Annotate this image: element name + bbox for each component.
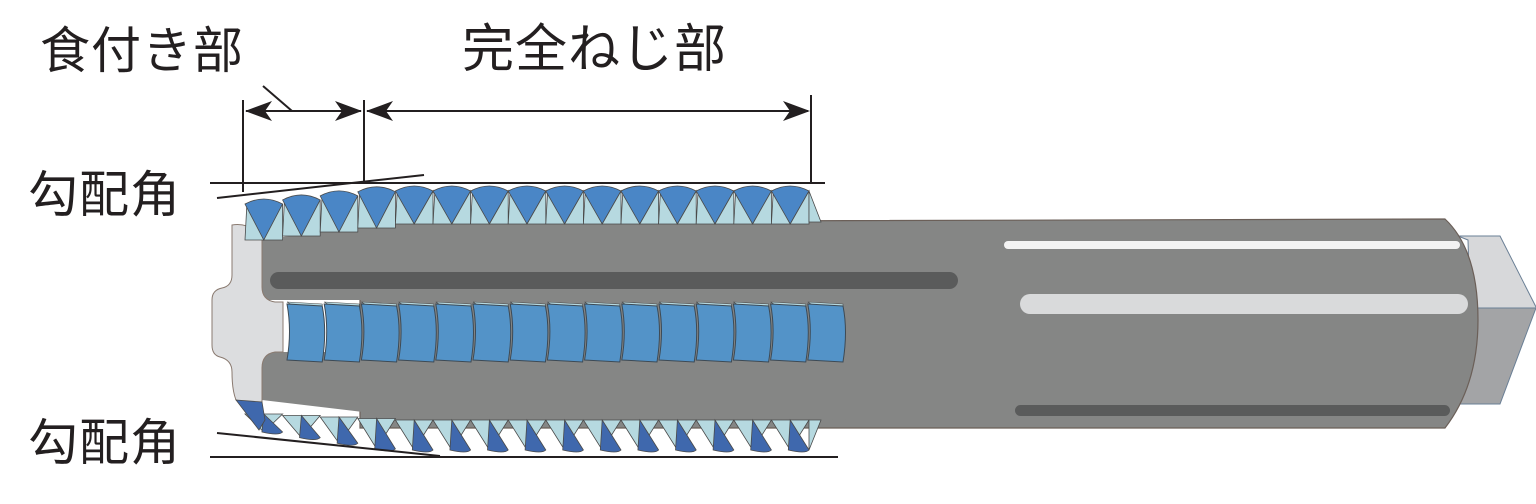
label-taper-angle-bottom: 勾配角 <box>28 414 181 472</box>
flute-land <box>397 303 437 363</box>
thread-valley <box>639 189 659 225</box>
thread-valley <box>751 189 772 225</box>
thread-tooth-bottom <box>524 418 547 453</box>
thread-end-chamfer-bottom <box>808 419 822 451</box>
flute-land <box>323 303 363 363</box>
thread-valley <box>338 195 359 233</box>
shank-highlight-light <box>1020 294 1468 314</box>
thread-tooth-bottom <box>675 418 697 453</box>
dimension-arrows <box>245 101 810 121</box>
square-drive-top-face <box>1457 235 1536 309</box>
thread-valley <box>714 189 735 225</box>
arrowhead-full-thread-left <box>366 101 393 121</box>
flute-land <box>435 303 474 363</box>
arrowhead-full-thread-right <box>783 101 810 121</box>
thread-tooth-bottom <box>336 415 359 446</box>
flute-land <box>360 303 400 363</box>
flute-land <box>286 303 326 363</box>
thread-valley <box>375 191 396 229</box>
lower-land-body <box>262 352 850 420</box>
thread-valley <box>413 189 434 225</box>
arrowhead-chamfer-left <box>245 101 272 121</box>
flute-land <box>621 303 660 363</box>
thread-tooth-bottom <box>712 418 735 453</box>
thread-valley <box>451 189 472 225</box>
flute-land <box>546 303 586 363</box>
taper-angle-line-top <box>216 174 425 199</box>
label-full-thread-section: 完全ねじ部 <box>462 20 728 80</box>
tap-tip-point <box>211 224 284 404</box>
flute-land <box>509 303 549 363</box>
shank-groove-lower <box>1015 405 1450 416</box>
arrowhead-chamfer-right <box>335 101 362 121</box>
flute-land <box>695 303 735 363</box>
thread-valley <box>563 189 584 225</box>
thread-tooth-bottom <box>487 418 509 453</box>
thread-tooth-bottom <box>235 399 266 431</box>
flute-land <box>472 303 512 363</box>
thread-tooth-bottom <box>750 418 772 453</box>
thread-tooth-bottom <box>562 418 584 453</box>
taper-angle-line-bottom <box>216 432 441 457</box>
thread-end-chamfer <box>808 190 822 223</box>
thread-valley <box>526 189 547 225</box>
leader-line-chamfer-label <box>262 85 293 112</box>
thread-tooth-bottom <box>299 414 321 441</box>
thread-tooth-bottom <box>449 418 472 453</box>
flute-land <box>807 303 846 363</box>
flute-land-row <box>286 301 846 363</box>
thread-valley <box>601 189 622 225</box>
thread-tooth-bottom <box>637 418 660 453</box>
flute-land <box>769 303 809 363</box>
label-taper-angle-top: 勾配角 <box>28 166 181 224</box>
thread-valley <box>488 189 509 225</box>
thread-tooth-bottom <box>599 418 622 453</box>
shank-highlight-white <box>1004 241 1460 249</box>
flute-land <box>658 303 698 363</box>
flute-land <box>583 303 623 363</box>
top-thread-row <box>244 185 822 241</box>
thread-valley <box>676 189 697 225</box>
thread-tooth-bottom <box>411 418 434 453</box>
flute-groove-upper <box>270 272 958 289</box>
bottom-thread-row <box>235 399 822 453</box>
label-chamfer-section: 食付き部 <box>40 22 244 80</box>
dimension-lines <box>210 85 838 458</box>
thread-valley <box>300 199 321 237</box>
flute-land <box>732 303 772 363</box>
thread-tooth-bottom <box>261 413 284 435</box>
thread-valley <box>263 203 284 241</box>
